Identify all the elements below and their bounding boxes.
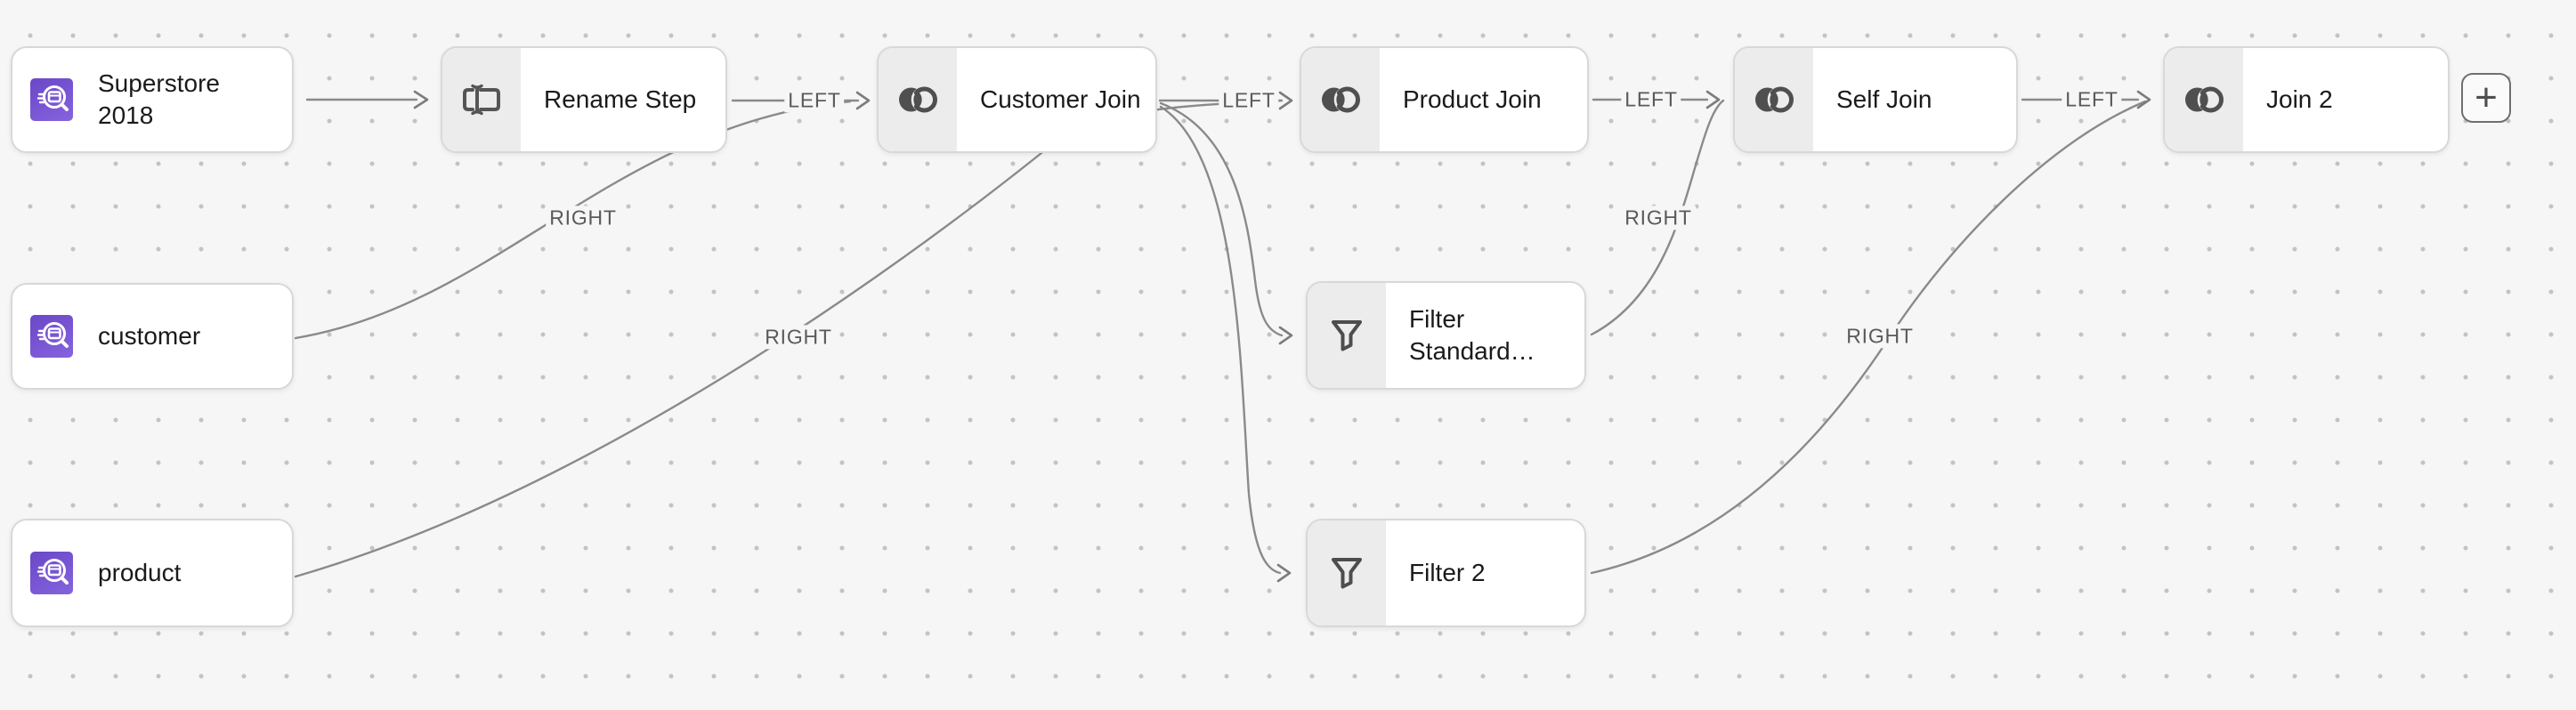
node-filter-2[interactable]: Filter 2 [1306, 519, 1586, 627]
node-label: product [98, 559, 182, 586]
node-rename-step[interactable]: Rename Step [441, 46, 727, 153]
node-join-2[interactable]: Join 2 [2163, 46, 2450, 153]
node-customer-join[interactable]: Customer Join [877, 46, 1157, 153]
node-label: Filter 2 [1409, 559, 1486, 586]
node-customer[interactable]: customer [11, 283, 294, 390]
venn-join-icon [879, 48, 957, 151]
edge-label-right: RIGHT [1621, 206, 1696, 230]
node-label: Self Join [1836, 85, 1932, 113]
funnel-filter-icon [1308, 283, 1386, 388]
node-label: Join 2 [2266, 85, 2333, 113]
venn-join-icon [1735, 48, 1813, 151]
node-label: Product Join [1403, 85, 1542, 113]
edge-label-right: RIGHT [761, 325, 836, 350]
dataset-search-icon [30, 315, 73, 358]
edge-customerjoin-filterstandard [1159, 101, 1284, 337]
node-superstore-2018[interactable]: Superstore 2018 [11, 46, 294, 153]
rename-field-icon [442, 48, 521, 151]
dataset-search-icon [30, 552, 73, 594]
edge-label-left: LEFT [2062, 87, 2122, 112]
arrowhead-rename-input [413, 90, 429, 109]
edge-label-right: RIGHT [1843, 324, 1917, 349]
edge-label-left: LEFT [1219, 88, 1279, 113]
arrowhead-selfjoin-input [1705, 90, 1721, 109]
node-label: Customer Join [980, 85, 1141, 113]
edge-customerjoin-filter2 [1159, 105, 1282, 575]
edge-label-left: LEFT [784, 88, 845, 113]
arrowhead-filter2-input [1276, 563, 1292, 583]
node-label: Rename Step [544, 85, 697, 113]
arrowhead-filterstandard-input [1278, 326, 1293, 345]
node-label: Filter Standard… [1409, 305, 1535, 365]
add-step-button[interactable]: + [2461, 73, 2511, 123]
edge-filterstandard-selfjoin [1590, 99, 1725, 336]
edge-label-left: LEFT [1621, 87, 1681, 112]
venn-join-icon [2165, 48, 2243, 151]
arrowhead-productjoin-input [1278, 91, 1293, 110]
node-product[interactable]: product [11, 519, 294, 627]
dataset-search-icon [30, 78, 73, 121]
node-label: customer [98, 322, 201, 350]
node-filter-standard[interactable]: Filter Standard… [1306, 281, 1586, 390]
node-self-join[interactable]: Self Join [1733, 46, 2018, 153]
funnel-filter-icon [1308, 520, 1386, 625]
node-product-join[interactable]: Product Join [1300, 46, 1589, 153]
arrowhead-join2-input [2136, 90, 2151, 109]
node-label: Superstore 2018 [98, 69, 220, 129]
arrowhead-customerjoin-input [855, 91, 871, 110]
venn-join-icon [1301, 48, 1380, 151]
edge-label-right: RIGHT [546, 206, 620, 230]
